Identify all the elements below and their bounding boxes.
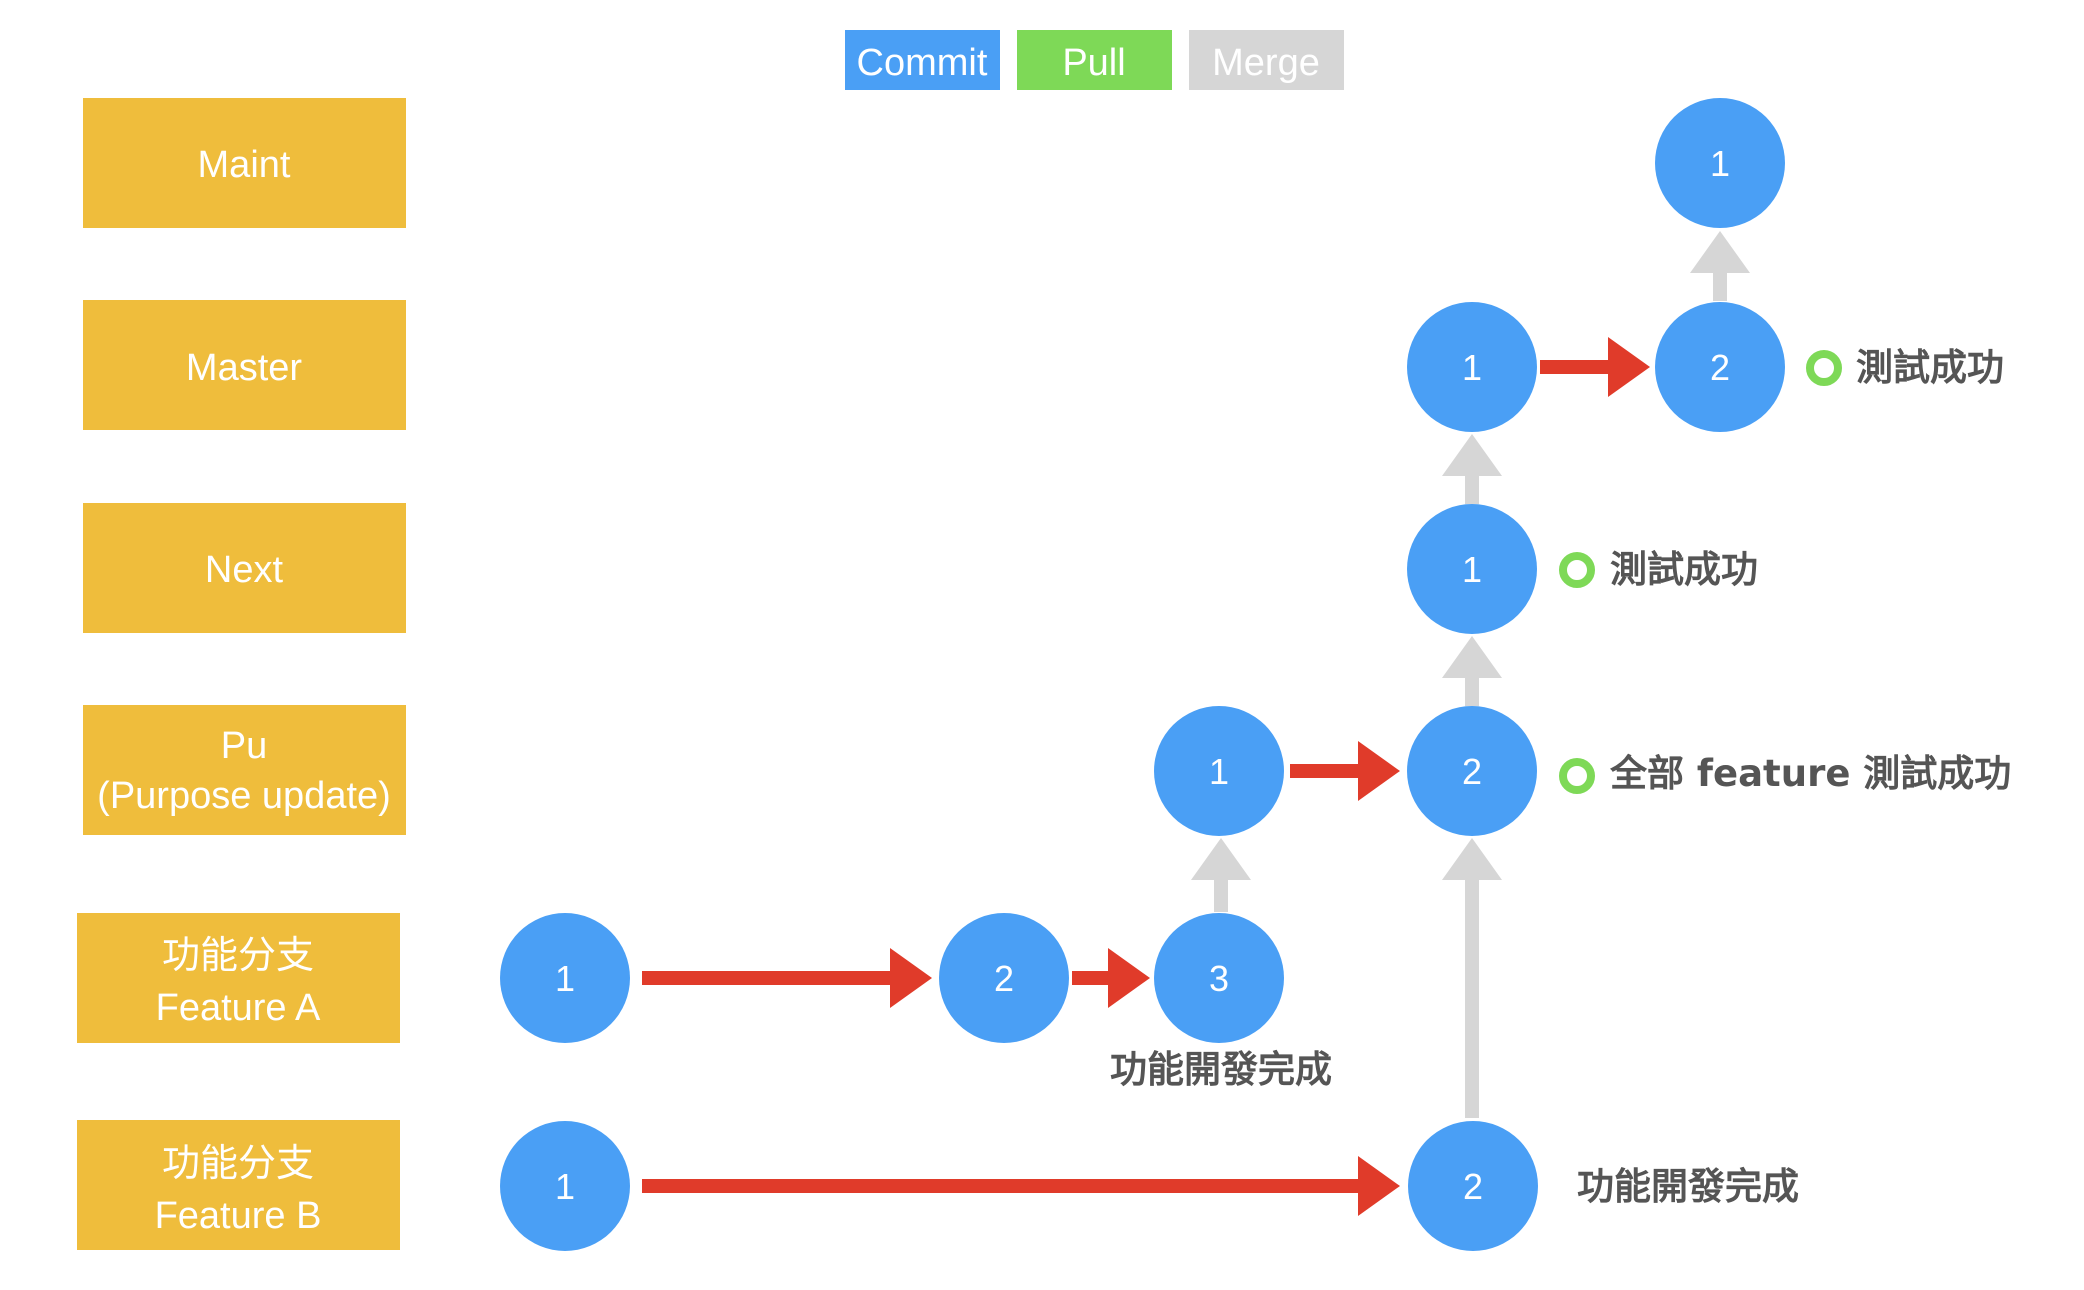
node-label: 2: [1462, 751, 1482, 792]
legend-merge-swatch: [1189, 30, 1344, 90]
legend-commit-swatch: [845, 30, 1000, 90]
branch-label-feature-b-line2: Feature B: [155, 1195, 322, 1237]
branch-label-master: Master: [186, 347, 302, 389]
commit-node-pu-1: 1: [1154, 706, 1284, 836]
branch-box-pu: [83, 705, 406, 835]
commit-node-feature-a-3: 3: [1154, 913, 1284, 1043]
branch-box-maint: [83, 98, 406, 228]
node-label: 2: [1463, 1166, 1483, 1207]
commit-arrows: [642, 337, 1650, 1216]
branch-label-feature-a-line2: Feature A: [156, 987, 321, 1029]
merge-arrow: [1442, 434, 1502, 504]
branch-labels: Maint Master Next Pu (Purpose update) 功能…: [77, 98, 406, 1250]
commit-arrow: [1290, 741, 1400, 801]
node-label: 1: [1462, 347, 1482, 388]
commit-arrow: [1072, 948, 1150, 1008]
commit-node-feature-a-2: 2: [939, 913, 1069, 1043]
node-label: 1: [555, 958, 575, 999]
legend-merge-label: Merge: [1212, 42, 1320, 84]
success-ring-icon: [1559, 552, 1595, 588]
note-master-tested: 測試成功: [1856, 346, 2004, 389]
commit-node-feature-b-1: 1: [500, 1121, 630, 1251]
success-ring-icon: [1559, 758, 1595, 794]
note-pu-tested: 全部 feature 測試成功: [1609, 752, 2011, 795]
note-feature-a-done: 功能開發完成: [1110, 1048, 1332, 1091]
node-label: 1: [1710, 143, 1730, 184]
node-label: 1: [1209, 751, 1229, 792]
commit-node-master-2: 2: [1655, 302, 1785, 432]
note-next-tested: 測試成功: [1610, 548, 1758, 591]
legend-commit-label: Commit: [857, 42, 988, 84]
branch-box-feature-b: [77, 1120, 400, 1250]
branch-box-next: [83, 503, 406, 633]
success-ring-icon: [1806, 350, 1842, 386]
branch-label-maint: Maint: [198, 144, 291, 186]
commit-node-feature-b-2: 2: [1408, 1121, 1538, 1251]
commit-node-pu-2: 2: [1407, 706, 1537, 836]
branch-label-pu-line2: (Purpose update): [97, 775, 391, 817]
merge-arrows: [1191, 231, 1750, 1118]
commit-node-feature-a-1: 1: [500, 913, 630, 1043]
commit-node-master-1: 1: [1407, 302, 1537, 432]
merge-arrow: [1442, 838, 1502, 1118]
branch-label-feature-b-line1: 功能分支: [162, 1143, 314, 1185]
branch-label-next: Next: [205, 549, 284, 591]
commit-arrow: [1540, 337, 1650, 397]
commit-node-next-1: 1: [1407, 504, 1537, 634]
note-feature-b-done: 功能開發完成: [1577, 1165, 1799, 1208]
legend: Commit Pull Merge: [845, 30, 1344, 90]
merge-arrow: [1191, 838, 1251, 912]
node-label: 3: [1209, 958, 1229, 999]
node-label: 1: [555, 1166, 575, 1207]
commit-arrow: [642, 948, 932, 1008]
merge-arrow: [1442, 636, 1502, 706]
legend-pull-label: Pull: [1062, 42, 1125, 84]
merge-arrow: [1690, 231, 1750, 301]
branch-label-feature-a-line1: 功能分支: [162, 935, 314, 977]
annotations: 功能開發完成 功能開發完成 全部 feature 測試成功 測試成功 測試成功: [1110, 346, 2011, 1208]
node-label: 2: [1710, 347, 1730, 388]
node-label: 1: [1462, 549, 1482, 590]
commit-node-maint-1: 1: [1655, 98, 1785, 228]
branch-box-feature-a: [77, 913, 400, 1043]
commit-nodes: 1 2 3 1 2 1 2 1: [500, 98, 1785, 1251]
commit-arrow: [642, 1156, 1400, 1216]
node-label: 2: [994, 958, 1014, 999]
branch-box-master: [83, 300, 406, 430]
legend-pull-swatch: [1017, 30, 1172, 90]
branch-label-pu-line1: Pu: [221, 725, 267, 767]
